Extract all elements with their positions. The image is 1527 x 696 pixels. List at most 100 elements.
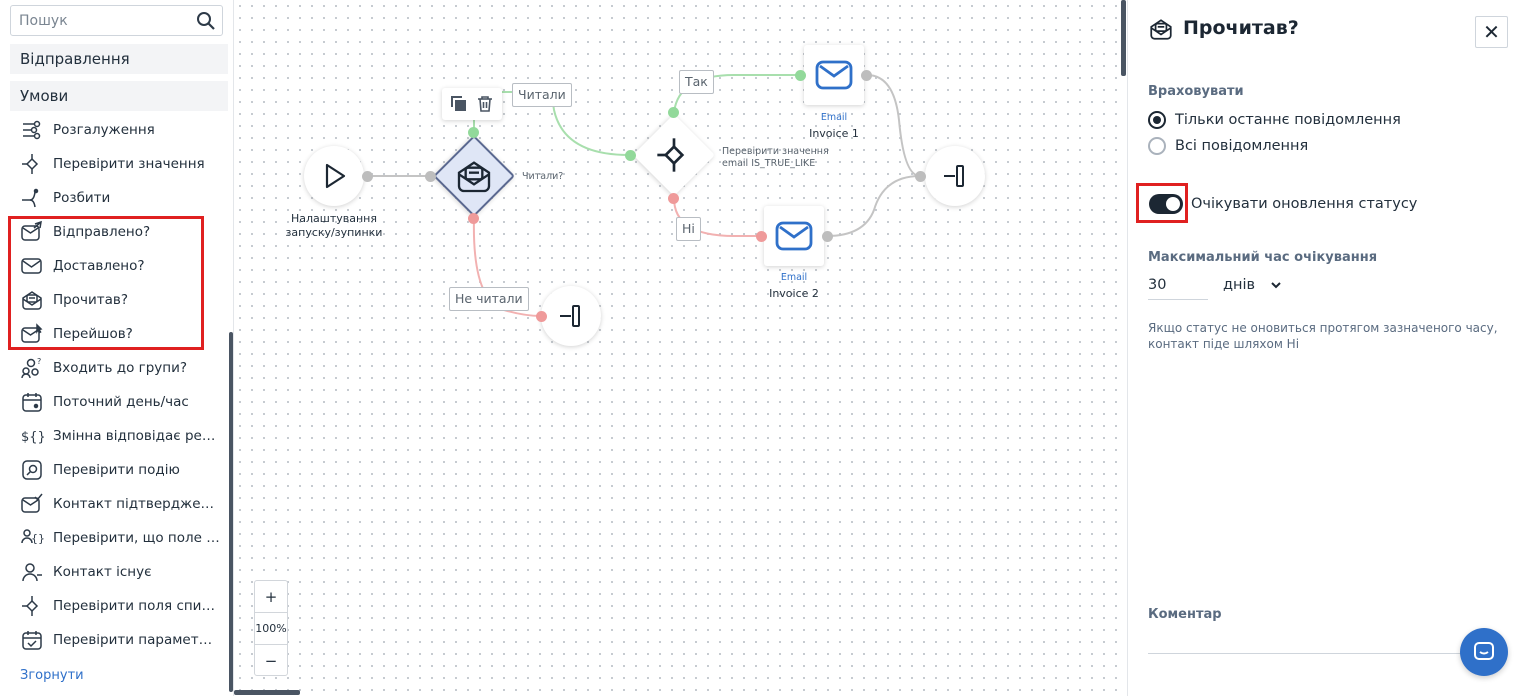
svg-text:${}: ${} — [21, 430, 44, 445]
email-node-invoice-2[interactable] — [764, 206, 824, 266]
exit-icon — [944, 165, 964, 187]
sidebar-item-current-day[interactable]: Поточний день/час — [20, 387, 220, 417]
wait-status-toggle[interactable] — [1149, 194, 1183, 214]
sidebar-item-read[interactable]: Прочитав? — [20, 285, 220, 315]
calendar-icon — [22, 393, 42, 412]
canvas-vertical-scrollbar[interactable] — [1121, 0, 1126, 76]
email1-input-port[interactable] — [795, 70, 806, 81]
sidebar-item-split[interactable]: Розбити — [20, 183, 220, 213]
final-end-input-port[interactable] — [915, 171, 926, 182]
sidebar-item-check-param[interactable]: Перевірити параметр ... — [20, 625, 220, 655]
edge-label-yes[interactable]: Так — [679, 70, 714, 94]
zoom-out-button[interactable]: − — [264, 652, 278, 670]
radio-all-messages[interactable]: Всі повідомлення — [1148, 137, 1308, 155]
comment-input[interactable] — [1148, 653, 1468, 654]
radio-button[interactable] — [1148, 111, 1166, 129]
check-yes-port[interactable] — [668, 107, 679, 118]
sidebar-item-label: Перевірити, що поле к... — [53, 530, 220, 546]
radio-last-message[interactable]: Тільки останнє повідомлення — [1148, 111, 1401, 129]
read-envelope-icon — [22, 291, 42, 310]
sidebar-item-label: Змінна відповідає регу... — [53, 428, 220, 444]
sidebar-item-label: Контакт підтверджений — [53, 496, 220, 512]
email2-output-port[interactable] — [822, 231, 833, 242]
sidebar-item-variable-regex[interactable]: ${} Змінна відповідає регу... — [20, 421, 220, 451]
email2-name: Invoice 2 — [769, 287, 819, 300]
sidebar-item-label: Перевірити значення — [53, 156, 205, 172]
svg-text:{}: {} — [31, 532, 44, 545]
end-input-port[interactable] — [536, 311, 547, 322]
edge-label-no[interactable]: Ні — [676, 217, 701, 241]
edge-label-not-read[interactable]: Не читали — [449, 287, 529, 311]
check-input-port[interactable] — [625, 150, 636, 161]
highlight-box — [1136, 183, 1188, 223]
start-output-port[interactable] — [362, 171, 373, 182]
search-icon[interactable] — [196, 11, 216, 31]
delivered-envelope-icon — [21, 258, 42, 274]
exit-icon — [560, 305, 580, 327]
sidebar-item-clicked[interactable]: Перейшов? — [20, 319, 220, 349]
clicked-envelope-icon — [21, 323, 43, 343]
sidebar-item-sent[interactable]: Відправлено? — [20, 217, 220, 247]
copy-icon[interactable] — [450, 95, 468, 113]
close-button[interactable]: ✕ — [1475, 16, 1508, 48]
wait-unit-select[interactable]: днів — [1223, 270, 1283, 300]
check-no-port[interactable] — [668, 193, 679, 204]
read-yes-port[interactable] — [468, 127, 479, 138]
max-wait-input[interactable]: 30 — [1148, 270, 1208, 300]
envelope-icon — [775, 221, 813, 251]
section-conditions[interactable]: Умови — [10, 81, 228, 111]
flow-canvas[interactable]: Налаштування запуску/зупинки Читали? Чит… — [234, 0, 1127, 696]
contact-icon — [22, 563, 42, 582]
node-toolbar — [442, 88, 502, 120]
read-no-port[interactable] — [468, 213, 479, 224]
zoom-control: + 100% − — [254, 580, 288, 676]
event-search-icon — [22, 460, 42, 480]
email1-output-port[interactable] — [861, 70, 872, 81]
sidebar-item-check-event[interactable]: Перевірити подію — [20, 455, 220, 485]
search-input[interactable] — [11, 6, 186, 35]
chat-button[interactable] — [1460, 628, 1508, 676]
variable-icon: ${} — [21, 430, 44, 445]
sidebar-item-label: Перевірити параметр ... — [53, 632, 220, 648]
sidebar-item-list-fields[interactable]: Перевірити поля списк... — [20, 591, 220, 621]
section-send[interactable]: Відправлення — [10, 44, 228, 74]
sidebar-item-in-group[interactable]: ? Входить до групи? — [20, 353, 220, 383]
param-calendar-icon — [22, 631, 42, 650]
sidebar-item-label: Розбити — [53, 190, 111, 206]
radio-label: Тільки останнє повідомлення — [1175, 112, 1401, 128]
sidebar-item-field-check[interactable]: {} Перевірити, що поле к... — [20, 523, 220, 553]
zoom-level: 100% — [255, 613, 287, 645]
sidebar-item-check-value[interactable]: Перевірити значення — [20, 149, 220, 179]
trash-icon[interactable] — [476, 95, 494, 113]
radio-label: Всі повідомлення — [1175, 138, 1309, 154]
edge-label-read[interactable]: Читали — [512, 83, 572, 107]
sidebar: Відправлення Умови Розгалуження Перевіри… — [0, 0, 234, 696]
zoom-in-button[interactable]: + — [255, 581, 287, 613]
group-icon: ? — [21, 357, 41, 379]
svg-text:?: ? — [37, 357, 41, 366]
read-input-port[interactable] — [425, 171, 436, 182]
canvas-horizontal-scrollbar[interactable] — [234, 690, 300, 695]
max-wait-label: Максимальний час очікування — [1148, 250, 1378, 265]
email2-input-port[interactable] — [756, 231, 767, 242]
envelope-icon — [815, 60, 853, 90]
check-node-caption: Перевірити значення email IS_TRUE_LIKE — [722, 146, 829, 169]
email2-type: Email — [780, 272, 808, 283]
highlight-box — [8, 216, 204, 350]
collapse-link[interactable]: Згорнути — [20, 668, 84, 683]
sidebar-item-contact-exists[interactable]: Контакт існує — [20, 557, 220, 587]
email-node-invoice-1[interactable] — [804, 45, 864, 105]
sidebar-scrollbar[interactable] — [229, 332, 233, 692]
end-node-final[interactable] — [925, 146, 985, 206]
start-node[interactable] — [304, 146, 364, 206]
radio-button[interactable] — [1148, 137, 1166, 155]
sidebar-item-branch[interactable]: Розгалуження — [20, 115, 220, 145]
chat-icon — [1474, 642, 1494, 660]
sidebar-item-delivered[interactable]: Доставлено? — [20, 251, 220, 281]
list-fields-icon — [22, 596, 39, 616]
consider-label: Враховувати — [1148, 84, 1244, 99]
panel-title: Прочитав? — [1183, 17, 1299, 39]
search-box[interactable] — [10, 5, 223, 36]
sidebar-item-contact-confirmed[interactable]: Контакт підтверджений — [20, 489, 220, 519]
end-node-not-read[interactable] — [541, 286, 601, 346]
